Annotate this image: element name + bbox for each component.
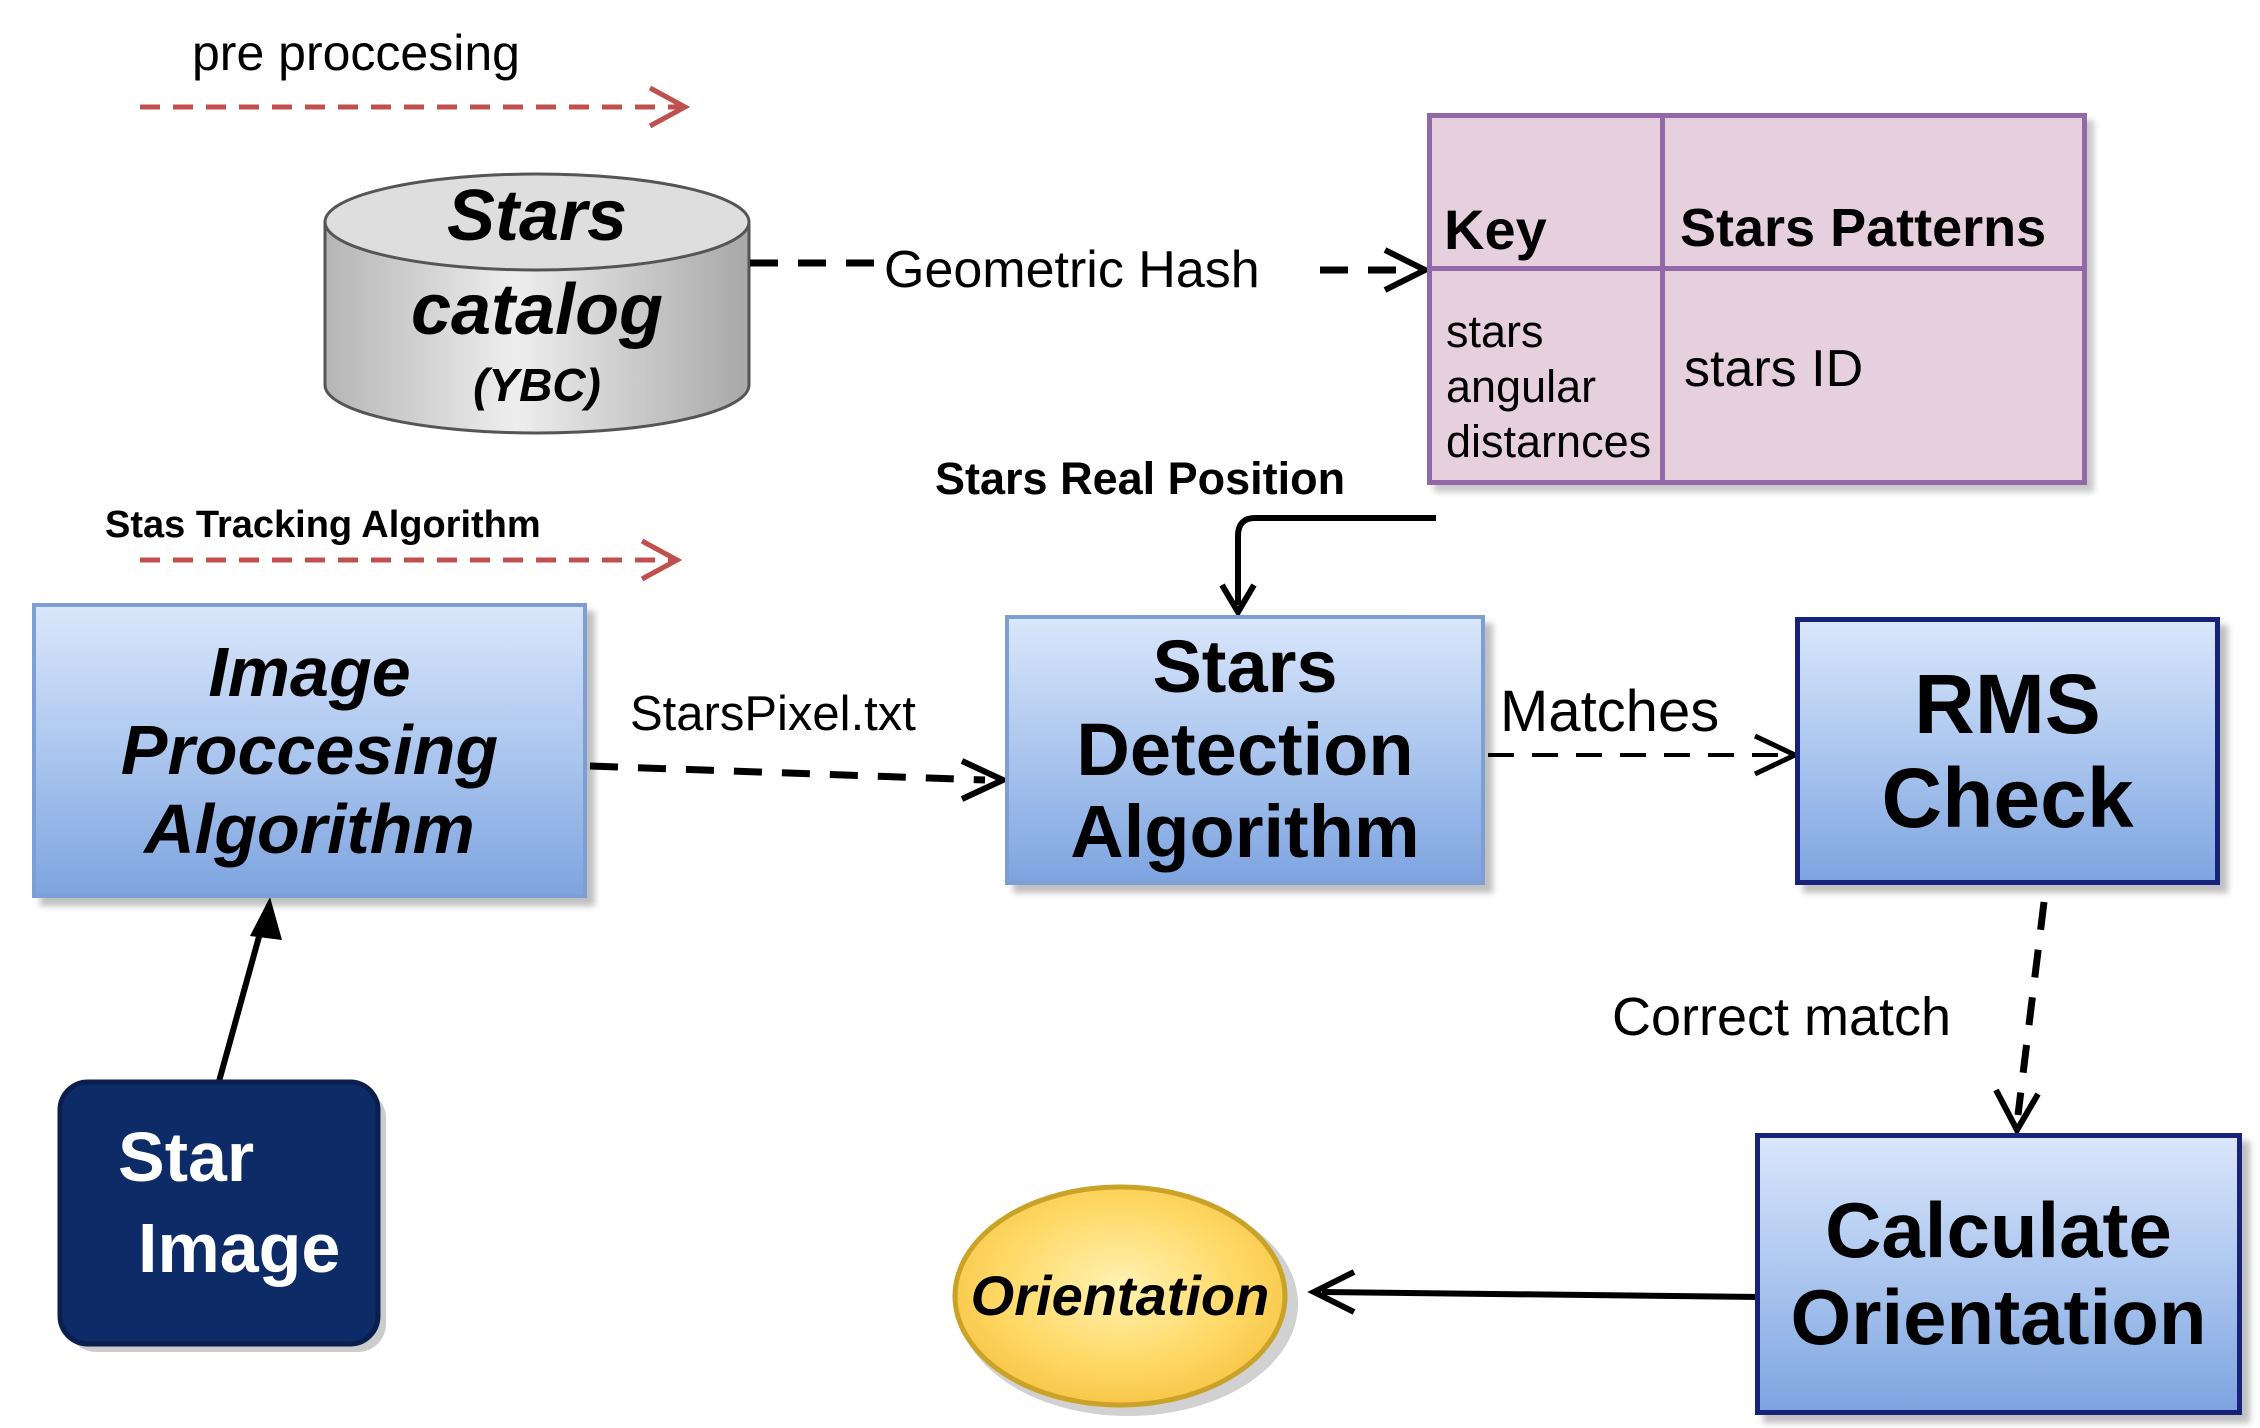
tracking-legend-label: Stas Tracking Algorithm <box>105 504 541 546</box>
image-processing-line2: Proccesing <box>120 711 499 790</box>
stars-detection-node: Stars Detection Algorithm <box>1005 615 1485 885</box>
table-header-key: Key <box>1444 198 1547 261</box>
calculate-orientation-line2: Orientation <box>1790 1273 2207 1361</box>
table-key-line3: distarnces <box>1446 416 1652 467</box>
matches-label: Matches <box>1500 679 1720 744</box>
star-image-connector <box>215 897 282 1086</box>
table-row-divider <box>1432 266 2082 271</box>
stars-detection-line2: Detection <box>1076 707 1414 791</box>
table-column-divider <box>1660 118 1665 480</box>
star-image-line2: Image <box>138 1209 341 1287</box>
catalog-title-line1: Stars <box>446 176 628 256</box>
correct-match-connector <box>1993 901 2048 1137</box>
stars-detection-line1: Stars <box>1152 624 1338 708</box>
table-key-line2: angular <box>1446 361 1597 412</box>
image-processing-node: Image Proccesing Algorithm <box>32 603 587 898</box>
table-header-patterns: Stars Patterns <box>1680 198 2047 258</box>
catalog-title-line2: catalog <box>410 270 664 350</box>
geometric-hash-connector <box>750 247 1432 293</box>
real-position-connector <box>1219 515 1436 618</box>
image-processing-line1: Image <box>208 632 411 711</box>
correct-match-label: Correct match <box>1612 987 1952 1047</box>
orientation-label: Orientation <box>970 1264 1270 1327</box>
rms-check-line2: Check <box>1881 751 2134 845</box>
rms-check-line1: RMS <box>1914 656 2101 751</box>
image-processing-line3: Algorithm <box>144 789 475 868</box>
catalog-subtitle: (YBC) <box>473 359 601 411</box>
star-image-line1: Star <box>118 1118 255 1196</box>
calculate-orientation-line1: Calculate <box>1825 1185 2172 1274</box>
preprocessing-legend-label: pre proccesing <box>192 25 520 81</box>
table-key-line1: stars <box>1446 306 1544 357</box>
preprocessing-legend-arrow <box>140 85 691 129</box>
stars-pixel-connector <box>589 758 1011 802</box>
stars-detection-line3: Algorithm <box>1070 790 1420 874</box>
stars-real-position-label: Stars Real Position <box>935 453 1346 504</box>
orientation-connector <box>1307 1269 1761 1315</box>
orientation-ellipse-shape <box>952 1184 1298 1416</box>
star-image-shape <box>57 1079 386 1352</box>
table-pattern-value: stars ID <box>1684 340 1864 398</box>
geometric-hash-label: Geometric Hash <box>884 241 1260 299</box>
tracking-legend-arrow <box>140 538 683 582</box>
stars-pixel-label: StarsPixel.txt <box>630 687 916 741</box>
catalog-cylinder-shape <box>323 172 751 435</box>
calculate-orientation-node: Calculate Orientation <box>1755 1133 2242 1415</box>
geometric-hash-table: Key Stars Patterns stars angular distarn… <box>1427 113 2087 485</box>
rms-check-node: RMS Check <box>1795 617 2220 885</box>
